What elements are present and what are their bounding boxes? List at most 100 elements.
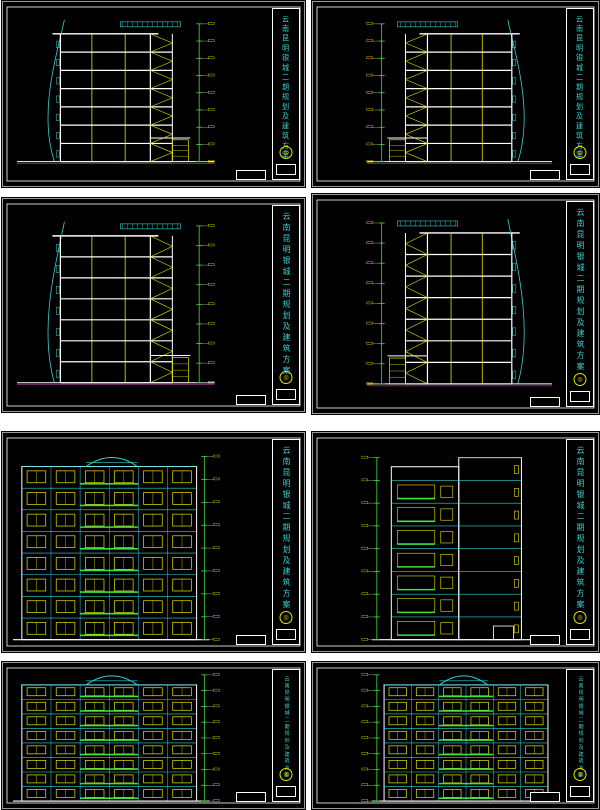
title-block: 云南昆明银城二期规划及建筑方案◎ [566, 669, 594, 802]
stair-flight [150, 106, 174, 126]
elevation-mark [366, 56, 373, 59]
drawing-number-box [236, 792, 266, 802]
stair-flight [150, 298, 174, 321]
drawing-content [366, 218, 552, 387]
stair-flight [404, 340, 428, 363]
elevation-mark [207, 39, 215, 42]
elevation-mark [361, 783, 369, 786]
window-section [512, 59, 517, 67]
elevation-mark [207, 381, 215, 384]
window [514, 465, 519, 474]
window [143, 760, 163, 769]
seal-icon: ◎ [573, 611, 587, 624]
seal-icon: ◎ [279, 371, 293, 384]
elevation-mark [207, 56, 215, 59]
stair-flight [150, 256, 174, 279]
project-title: 云南昆明银城二期规划及建筑方案 [282, 212, 291, 377]
title-block: 云南昆明银城二期规划及建筑方案◎ [272, 205, 300, 405]
window [440, 508, 454, 521]
stair-flight [404, 297, 428, 320]
window [514, 488, 519, 497]
drawing-sheet[interactable]: 云南昆明银城二期规划及建筑方案◎ [1, 431, 306, 653]
window-section [512, 95, 517, 103]
window-section [56, 369, 60, 378]
drawing-sheet[interactable]: 云南昆明银城二期规划及建筑方案◎ [1, 197, 306, 413]
elevation-mark [361, 569, 369, 573]
elevation-mark [213, 673, 220, 676]
project-title: 云南昆明银城二期规划及建筑方案 [577, 676, 584, 779]
elevation-mark [366, 39, 373, 42]
elevation-mark [207, 73, 215, 77]
roof-canopy [397, 21, 458, 28]
window [388, 760, 407, 769]
window-section [512, 306, 517, 315]
window [514, 556, 519, 565]
window-section [512, 284, 517, 293]
stair-flight [150, 319, 174, 342]
drawing-number-box [530, 170, 560, 180]
elevation-mark [213, 546, 220, 549]
elevation-mark [366, 362, 373, 365]
elevation-mark [366, 341, 373, 345]
project-title: 云南昆明银城二期规划及建筑方案 [282, 446, 291, 611]
drawing-sheet[interactable]: 云南昆明银城二期规划及建筑方案◎ [1, 0, 306, 188]
window-section [56, 59, 60, 67]
elevation-mark [361, 637, 369, 641]
sheet-border [6, 437, 301, 647]
elevation-mark [366, 108, 373, 111]
elevation-mark [213, 688, 220, 692]
drawing-content [366, 19, 552, 164]
drawing-content [17, 221, 215, 386]
stair-flight [150, 33, 174, 53]
cad-drawing [316, 6, 595, 182]
window-section [512, 150, 517, 158]
window-section [512, 327, 517, 336]
elevation-mark [213, 454, 220, 458]
drawing-sheet[interactable]: 云南昆明银城二期规划及建筑方案◎ [1, 661, 306, 810]
seal-icon: ◎ [279, 768, 293, 781]
curved-facade-wall [507, 19, 525, 162]
stair-flight [404, 362, 428, 385]
window-section [512, 113, 517, 121]
window [415, 745, 435, 755]
cad-drawing [316, 667, 595, 804]
window-section [56, 77, 60, 85]
elevation-mark [366, 91, 373, 94]
elevation-mark [361, 478, 369, 482]
elevation-mark [361, 799, 369, 802]
drawing-content [361, 673, 556, 802]
drawing-number-box [236, 635, 266, 645]
sheet-number-box [276, 786, 296, 797]
elevation-mark [207, 224, 215, 227]
drawing-number-box [236, 170, 266, 180]
elevation-mark [366, 321, 373, 325]
window-section [56, 95, 60, 103]
window-section [56, 113, 60, 121]
roof-arch [85, 675, 138, 686]
elevation-mark [207, 302, 215, 306]
window [388, 745, 407, 755]
sheet-border [316, 437, 595, 647]
elevation-mark [361, 592, 369, 595]
elevation-mark [207, 283, 215, 286]
window-section [512, 349, 517, 358]
elevation-mark [366, 125, 373, 128]
window [440, 554, 454, 567]
drawing-sheet[interactable]: 云南昆明银城二期规划及建筑方案◎ [311, 431, 600, 653]
window-section [56, 306, 60, 315]
sheet-border [6, 6, 301, 182]
elevation-mark [213, 767, 220, 771]
drawing-sheet[interactable]: 云南昆明银城二期规划及建筑方案◎ [311, 193, 600, 415]
elevation-mark [361, 546, 369, 550]
sheet-number-box [570, 391, 590, 402]
elevation-mark [366, 142, 373, 146]
window-section [56, 348, 60, 357]
title-block: 云南昆明银城二期规划及建筑方案◎ [272, 8, 300, 180]
roof-canopy [120, 223, 181, 230]
drawing-sheet[interactable]: 云南昆明银城二期规划及建筑方案◎ [311, 0, 600, 188]
drawing-sheet[interactable]: 云南昆明银城二期规划及建筑方案◎ [311, 661, 600, 810]
project-title: 云南昆明银城二期规划及建筑方案 [576, 208, 585, 373]
elevation-mark [213, 752, 220, 755]
elevation-mark [361, 720, 369, 723]
window [440, 576, 454, 589]
